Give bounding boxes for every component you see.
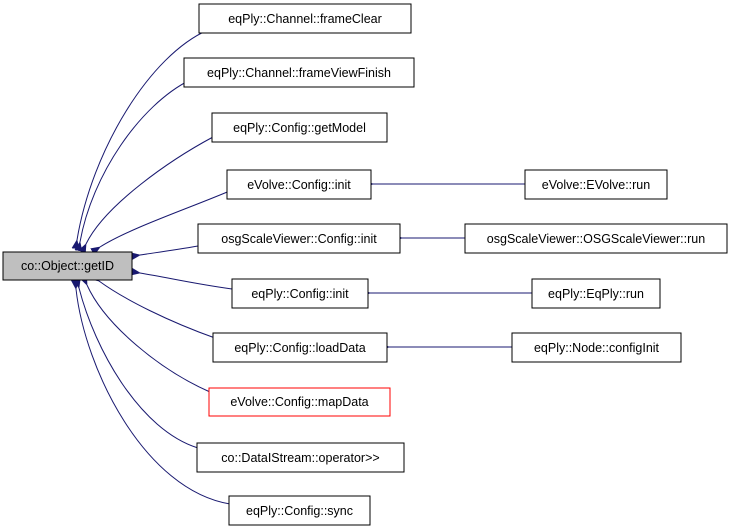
node-mapdata[interactable]: eVolve::Config::mapData [208,387,391,417]
node-operator-label: co::DataIStream::operator>> [221,451,379,465]
edge-frameviewfinish [74,79,191,252]
node-frameclear[interactable]: eqPly::Channel::frameClear [198,3,412,34]
node-eqply-init[interactable]: eqPly::Config::init [231,278,369,309]
edge-operator [72,278,199,449]
edge-mapdata [79,275,211,393]
node-osgscaleviewer-run[interactable]: osgScaleViewer::OSGScaleViewer::run [464,223,728,254]
node-operator[interactable]: co::DataIStream::operator>> [196,442,405,473]
node-root-label: co::Object::getID [21,259,114,273]
node-frameviewfinish[interactable]: eqPly::Channel::frameViewFinish [183,57,415,88]
node-root[interactable]: co::Object::getID [2,251,133,281]
node-getmodel-label: eqPly::Config::getModel [233,121,366,135]
edge-evolve-init [90,189,233,256]
edge-loaddata [89,272,216,339]
node-mapdata-label: eVolve::Config::mapData [230,395,368,409]
edge-osg-init [130,245,199,261]
node-frameclear-label: eqPly::Channel::frameClear [228,12,382,26]
node-sync-label: eqPly::Config::sync [246,504,353,518]
node-configinit-label: eqPly::Node::configInit [534,341,660,355]
edge-frameclear [71,29,209,250]
node-evolve-init[interactable]: eVolve::Config::init [226,169,372,200]
node-configinit[interactable]: eqPly::Node::configInit [511,332,682,363]
node-loaddata[interactable]: eqPly::Config::loadData [212,332,388,363]
edge-sync [71,279,231,505]
node-osg-init[interactable]: osgScaleViewer::Config::init [197,223,401,254]
node-evolve-run-label: eVolve::EVolve::run [542,178,650,192]
node-osgscaleviewer-run-label: osgScaleViewer::OSGScaleViewer::run [487,232,705,246]
node-getmodel[interactable]: eqPly::Config::getModel [211,112,388,143]
node-eqply-run[interactable]: eqPly::EqPly::run [531,278,661,309]
node-osg-init-label: osgScaleViewer::Config::init [221,232,377,246]
node-frameviewfinish-label: eqPly::Channel::frameViewFinish [207,66,391,80]
edge-eqply-init [130,267,233,290]
node-eqply-run-label: eqPly::EqPly::run [548,287,644,301]
node-eqply-init-label: eqPly::Config::init [251,287,349,301]
node-loaddata-label: eqPly::Config::loadData [234,341,365,355]
node-evolve-run[interactable]: eVolve::EVolve::run [524,169,668,200]
node-evolve-init-label: eVolve::Config::init [247,178,351,192]
node-sync[interactable]: eqPly::Config::sync [228,495,371,526]
edge-getmodel [78,136,214,254]
